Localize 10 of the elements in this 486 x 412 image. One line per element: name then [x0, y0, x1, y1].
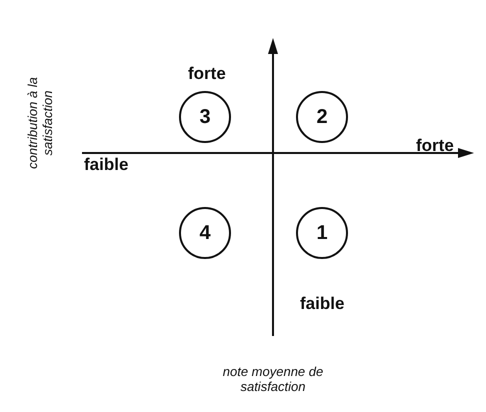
- axis-end-label: faible: [84, 155, 128, 175]
- axis-end-label: forte: [188, 64, 226, 84]
- quadrant-circle: 1: [296, 207, 348, 259]
- quadrant-circle: 3: [179, 91, 231, 143]
- axis-title: contribution à la satisfaction: [25, 76, 55, 171]
- quadrant-circle: 4: [179, 207, 231, 259]
- axis-title: note moyenne de satisfaction: [222, 364, 324, 394]
- axis-end-label: forte: [416, 136, 454, 156]
- quadrant-circle: 2: [296, 91, 348, 143]
- axis-end-label: faible: [300, 294, 344, 314]
